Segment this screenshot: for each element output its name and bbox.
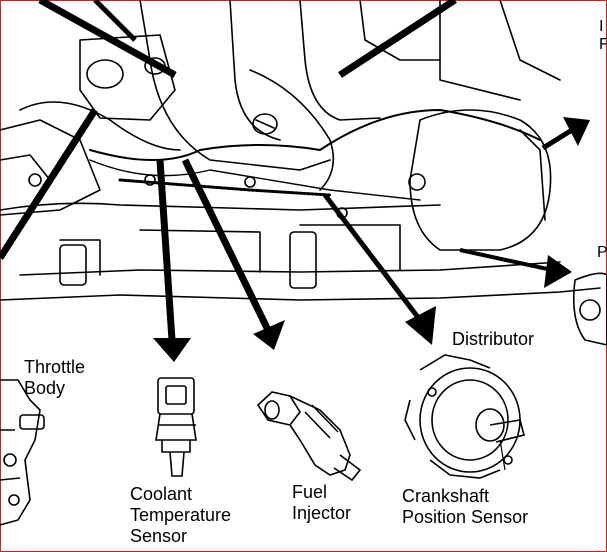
arrow-crankshaft-sensor [459, 248, 553, 272]
arrowhead-fuel [253, 320, 285, 350]
arrowhead-ignition [563, 117, 590, 146]
arrow-coolant-temperature-sensor [156, 159, 176, 341]
arrowhead-distributor [405, 306, 436, 345]
label-distributor: Distributor [452, 329, 535, 349]
coolant-temperature-sensor-drawing [155, 377, 197, 477]
arrow-throttle-body [0, 108, 98, 260]
distributor-drawing [404, 354, 525, 479]
throttle-body-drawing [0, 379, 45, 526]
arrow-ignition-module [541, 127, 574, 151]
fuel-injector-drawing [256, 391, 362, 482]
arrowhead-coolant [153, 338, 191, 362]
engine-drawing [0, 0, 607, 346]
arrow-upper-left [38, 0, 177, 79]
arrowhead-crankshaft [544, 255, 572, 288]
pointer-arrows [0, 0, 590, 362]
label-fragment-ignition: I F [599, 18, 607, 53]
label-throttle-body: Throttle Body [24, 357, 86, 398]
arrow-upper-right [338, 0, 457, 78]
label-coolant-temperature-sensor: Coolant Temperature Sensor [130, 484, 232, 546]
label-fragment-right: P [597, 244, 607, 261]
arrow-fuel-injector [181, 158, 272, 332]
label-crankshaft-position-sensor: Crankshaft Position Sensor [402, 486, 529, 527]
arrow-distributor [323, 193, 422, 322]
arrow-upper-mid [93, 0, 137, 42]
label-fuel-injector: Fuel Injector [292, 482, 352, 523]
